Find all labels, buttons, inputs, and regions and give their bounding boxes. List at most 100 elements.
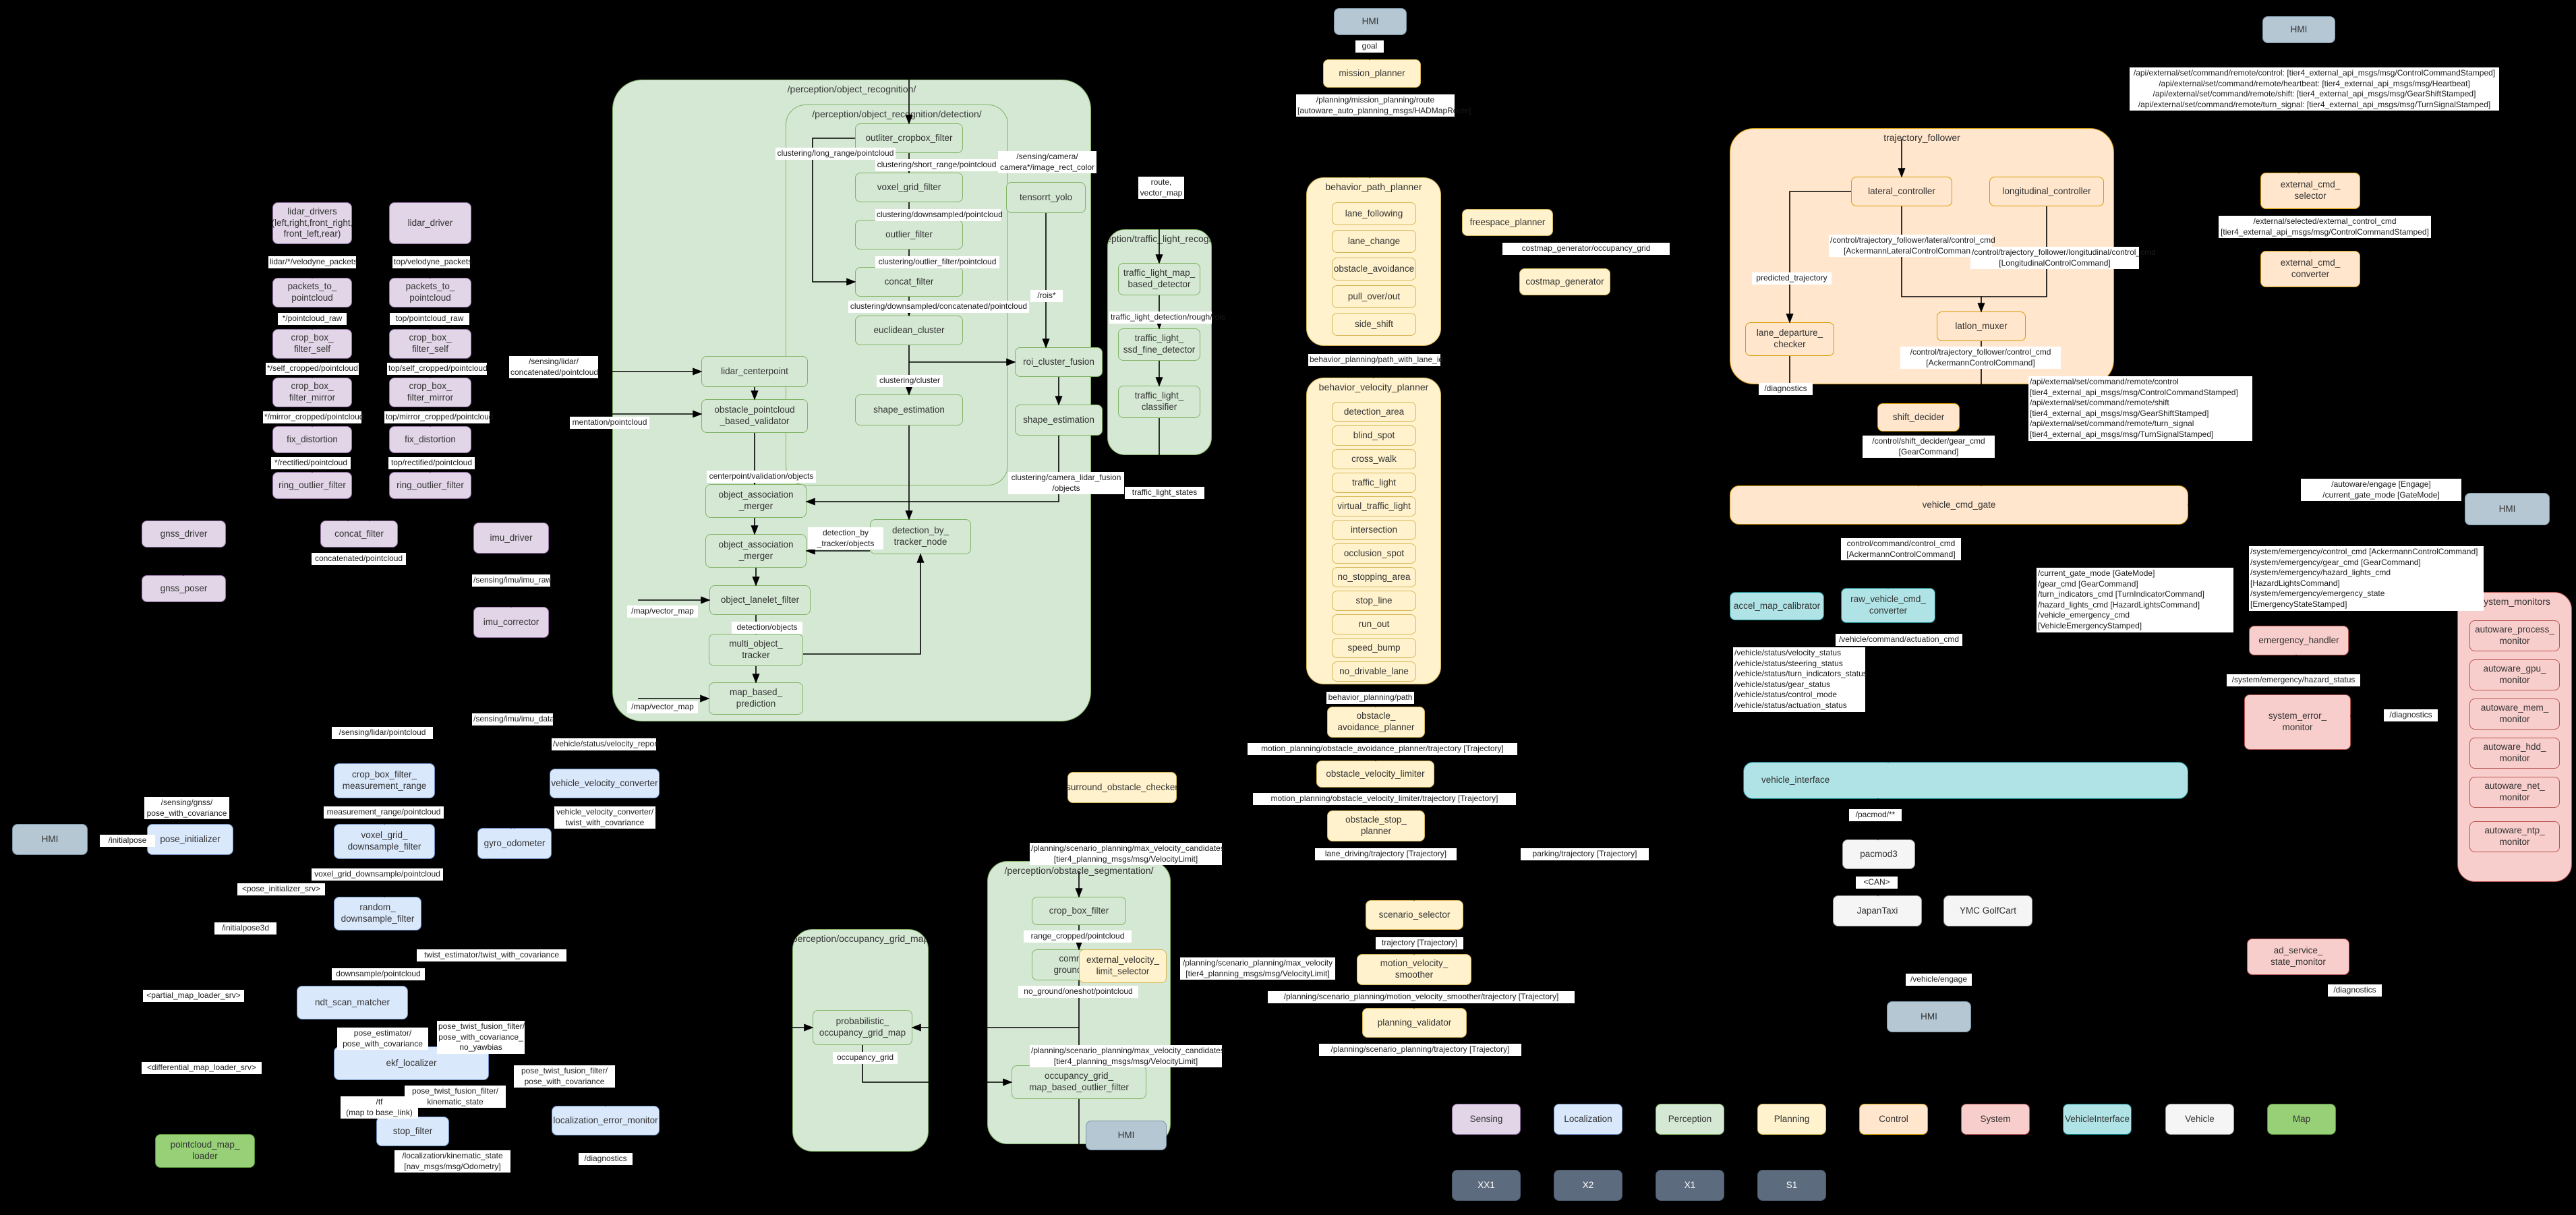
object-lanelet-filter[interactable]: object_lanelet_filter bbox=[709, 585, 811, 615]
obstacle-avoidance[interactable]: obstacle_avoidance bbox=[1332, 258, 1416, 280]
shape-estimation-right[interactable]: shape_estimation bbox=[1015, 405, 1103, 436]
legend-perception[interactable]: Perception bbox=[1656, 1104, 1724, 1135]
autoware-net-monitor[interactable]: autoware_net_ monitor bbox=[2469, 777, 2560, 808]
legend-vehicle[interactable]: Vehicle bbox=[2165, 1104, 2234, 1135]
traffic-light-map-based-detector[interactable]: traffic_light_map_ based_detector bbox=[1118, 263, 1200, 295]
legend-map[interactable]: Map bbox=[2267, 1104, 2336, 1135]
speed-bump[interactable]: speed_bump bbox=[1332, 638, 1416, 658]
packets-to-pointcloud-2[interactable]: packets_to_ pointcloud bbox=[389, 278, 471, 307]
surround-obstacle-checker[interactable]: surround_obstacle_checker bbox=[1066, 772, 1178, 803]
ring-outlier-filter-2[interactable]: ring_outlier_filter bbox=[389, 472, 471, 499]
occlusion-spot[interactable]: occlusion_spot bbox=[1332, 543, 1416, 564]
lane-departure-checker[interactable]: lane_departure_ checker bbox=[1745, 322, 1834, 356]
autoware-gpu-monitor[interactable]: autoware_gpu_ monitor bbox=[2469, 659, 2560, 690]
freespace-planner[interactable]: freespace_planner bbox=[1462, 209, 1553, 236]
longitudinal-controller[interactable]: longitudinal_controller bbox=[1989, 177, 2104, 206]
detection-by-tracker-node[interactable]: detection_by_ tracker_node bbox=[870, 519, 971, 554]
ad-service-state-monitor[interactable]: ad_service_ state_monitor bbox=[2247, 939, 2349, 975]
legend-x2[interactable]: X2 bbox=[1554, 1170, 1622, 1201]
localization-error-monitor[interactable]: localization_error_monitor bbox=[552, 1106, 660, 1135]
pointcloud-map-loader[interactable]: pointcloud_map_ loader bbox=[155, 1134, 255, 1168]
traffic-light-module[interactable]: traffic_light bbox=[1332, 473, 1416, 493]
no-drivable-lane[interactable]: no_drivable_lane bbox=[1332, 661, 1416, 682]
traffic-light-classifier[interactable]: traffic_light_ classifier bbox=[1118, 386, 1200, 418]
traffic-light-ssd-fine-detector[interactable]: traffic_light_ ssd_fine_detector bbox=[1118, 328, 1200, 361]
hmi-top-right[interactable]: HMI bbox=[2262, 16, 2335, 43]
legend-sensing[interactable]: Sensing bbox=[1452, 1104, 1521, 1135]
concat-filter[interactable]: concat_filter bbox=[855, 267, 963, 297]
imu-driver[interactable]: imu_driver bbox=[473, 523, 549, 554]
cross-walk[interactable]: cross_walk bbox=[1332, 449, 1416, 469]
voxel-grid-downsample-filter[interactable]: voxel_grid_ downsample_filter bbox=[334, 824, 435, 859]
fix-distortion-2[interactable]: fix_distortion bbox=[389, 426, 471, 453]
stop-filter[interactable]: stop_filter bbox=[376, 1117, 449, 1146]
costmap-generator[interactable]: costmap_generator bbox=[1519, 268, 1610, 295]
legend-s1[interactable]: S1 bbox=[1757, 1170, 1826, 1201]
tensorrt-yolo[interactable]: tensorrt_yolo bbox=[1006, 182, 1086, 213]
lidar-driver[interactable]: lidar_driver bbox=[389, 202, 471, 244]
probabilistic-occupancy-grid-map[interactable]: probabilistic_ occupancy_grid_map bbox=[813, 1010, 912, 1045]
no-stopping-area[interactable]: no_stopping_area bbox=[1332, 567, 1416, 587]
external-cmd-selector[interactable]: external_cmd_ selector bbox=[2260, 173, 2360, 209]
vehicle-velocity-converter[interactable]: vehicle_velocity_converter bbox=[550, 769, 660, 798]
hmi-left[interactable]: HMI bbox=[12, 824, 88, 855]
legend-planning[interactable]: Planning bbox=[1757, 1104, 1826, 1135]
lane-following[interactable]: lane_following bbox=[1332, 202, 1416, 225]
legend-vehicleinterface[interactable]: VehicleInterface bbox=[2063, 1104, 2132, 1135]
euclidean-cluster[interactable]: euclidean_cluster bbox=[855, 316, 963, 345]
intersection[interactable]: intersection bbox=[1332, 520, 1416, 540]
external-velocity-limit-selector[interactable]: external_velocity_ limit_selector bbox=[1079, 949, 1167, 983]
autoware-mem-monitor[interactable]: autoware_mem_ monitor bbox=[2469, 699, 2560, 730]
legend-control[interactable]: Control bbox=[1859, 1104, 1928, 1135]
side-shift[interactable]: side_shift bbox=[1332, 313, 1416, 336]
obstacle-velocity-limiter[interactable]: obstacle_velocity_limiter bbox=[1316, 761, 1434, 788]
legend-system[interactable]: System bbox=[1961, 1104, 2030, 1135]
hmi-top-center[interactable]: HMI bbox=[1334, 8, 1407, 35]
autoware-hdd-monitor[interactable]: autoware_hdd_ monitor bbox=[2469, 738, 2560, 769]
vehicle-cmd-gate[interactable]: vehicle_cmd_gate bbox=[1730, 485, 2188, 525]
crop-box-filter-self-1[interactable]: crop_box_ filter_self bbox=[272, 329, 352, 359]
fix-distortion-1[interactable]: fix_distortion bbox=[272, 426, 352, 453]
latlon-muxer[interactable]: latlon_muxer bbox=[1937, 312, 2026, 341]
emergency-handler[interactable]: emergency_handler bbox=[2249, 626, 2349, 655]
obstacle-stop-planner[interactable]: obstacle_stop_ planner bbox=[1327, 810, 1425, 841]
ring-outlier-filter-1[interactable]: ring_outlier_filter bbox=[272, 472, 352, 499]
pacmod3[interactable]: pacmod3 bbox=[1842, 839, 1915, 869]
roi-cluster-fusion[interactable]: roi_cluster_fusion bbox=[1015, 347, 1103, 377]
run-out[interactable]: run_out bbox=[1332, 614, 1416, 634]
japantaxi[interactable]: JapanTaxi bbox=[1833, 895, 1922, 926]
lane-change[interactable]: lane_change bbox=[1332, 230, 1416, 253]
hmi-bottom-center[interactable]: HMI bbox=[1086, 1121, 1167, 1150]
gnss-driver[interactable]: gnss_driver bbox=[142, 521, 226, 547]
blind-spot[interactable]: blind_spot bbox=[1332, 425, 1416, 446]
shape-estimation-inner[interactable]: shape_estimation bbox=[855, 394, 963, 425]
outlier-filter[interactable]: outlier_filter bbox=[855, 220, 963, 249]
lidar-drivers[interactable]: lidar_drivers (left,right,front_right, f… bbox=[272, 202, 353, 244]
random-downsample-filter[interactable]: random_ downsample_filter bbox=[334, 897, 421, 930]
pull-over-out[interactable]: pull_over/out bbox=[1332, 285, 1416, 308]
imu-corrector[interactable]: imu_corrector bbox=[473, 607, 549, 638]
planning-validator[interactable]: planning_validator bbox=[1362, 1008, 1467, 1038]
scenario-selector[interactable]: scenario_selector bbox=[1366, 900, 1463, 930]
shift-decider[interactable]: shift_decider bbox=[1877, 403, 1960, 432]
ymc-golfcart[interactable]: YMC GolfCart bbox=[1943, 895, 2032, 926]
autoware-process-monitor[interactable]: autoware_process_ monitor bbox=[2469, 620, 2560, 651]
concat-filter-sensing[interactable]: concat_filter bbox=[320, 521, 398, 547]
voxel-grid-filter[interactable]: voxel_grid_filter bbox=[855, 173, 963, 202]
motion-velocity-smoother[interactable]: motion_velocity_ smoother bbox=[1357, 954, 1471, 985]
system-error-monitor[interactable]: system_error_ monitor bbox=[2244, 694, 2351, 750]
vehicle-interface[interactable]: vehicle_interface bbox=[1743, 762, 2188, 799]
legend-localization[interactable]: Localization bbox=[1554, 1104, 1622, 1135]
object-association-merger-1[interactable]: object_association _merger bbox=[705, 484, 807, 518]
accel-map-calibrator[interactable]: accel_map_calibrator bbox=[1730, 592, 1824, 620]
external-cmd-converter[interactable]: external_cmd_ converter bbox=[2260, 251, 2360, 287]
legend-x1[interactable]: X1 bbox=[1656, 1170, 1724, 1201]
obstacle-avoidance-planner[interactable]: obstacle_ avoidance_planner bbox=[1327, 707, 1425, 738]
legend-xx1[interactable]: XX1 bbox=[1452, 1170, 1521, 1201]
hmi-bottom-vehicle[interactable]: HMI bbox=[1887, 1001, 1971, 1032]
crop-box-filter-measurement-range[interactable]: crop_box_filter_ measurement_range bbox=[334, 763, 435, 798]
crop-box-filter-self-2[interactable]: crop_box_ filter_self bbox=[389, 329, 471, 359]
mission-planner[interactable]: mission_planner bbox=[1323, 59, 1421, 88]
gyro-odometer[interactable]: gyro_odometer bbox=[477, 828, 552, 859]
ndt-scan-matcher[interactable]: ndt_scan_matcher bbox=[297, 986, 408, 1019]
